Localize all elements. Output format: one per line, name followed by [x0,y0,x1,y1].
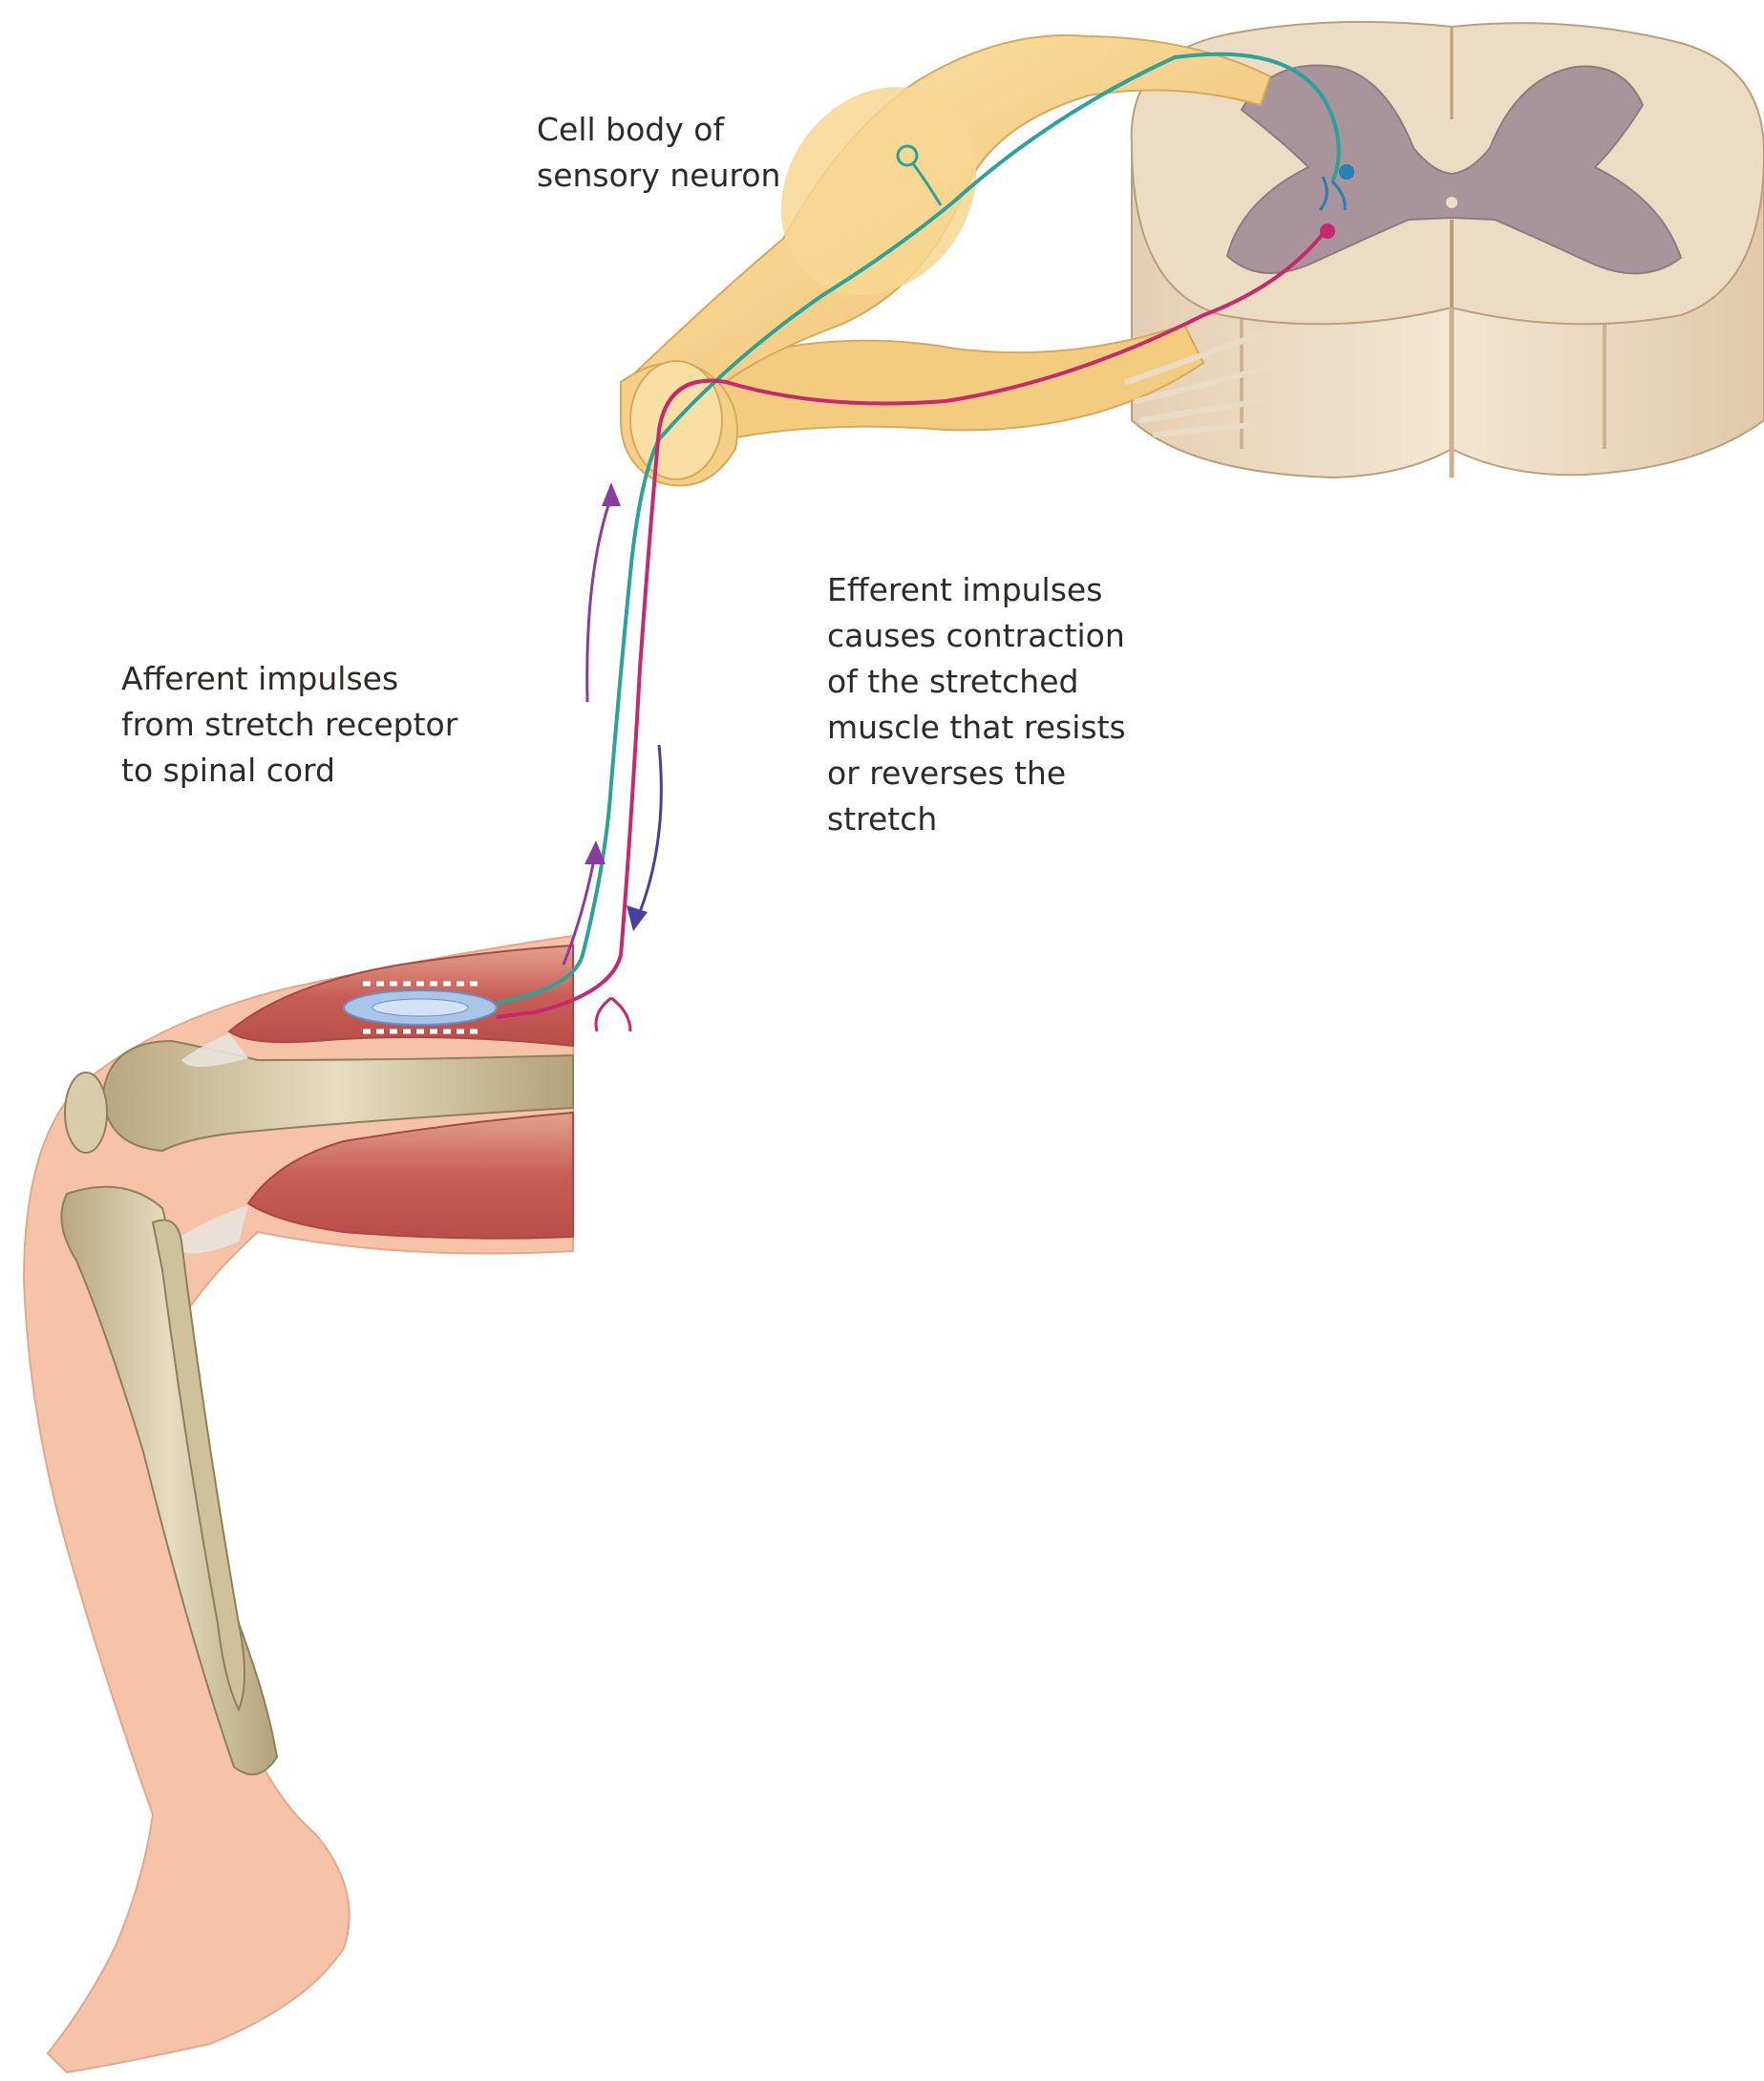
cell-body-label-line: sensory neuron [537,153,780,199]
afferent-arrows [563,482,621,965]
efferent-arrows [627,745,661,931]
cell-body-label-line: Cell body of [537,107,780,153]
efferent-label-line: of the stretched [827,659,1126,705]
efferent-label-line: causes contraction [827,613,1126,659]
cell-body-label: Cell body of sensory neuron [537,107,780,199]
efferent-label-line: or reverses the [827,751,1126,796]
afferent-label-line: from stretch receptor [121,702,457,748]
afferent-label-line: Afferent impulses [121,656,457,702]
efferent-label-line: muscle that resists [827,705,1126,751]
efferent-label-line: stretch [827,796,1126,842]
leg [24,936,573,2072]
afferent-label-line: to spinal cord [121,748,457,794]
efferent-label: Efferent impulses causes contraction of … [827,567,1126,842]
efferent-label-line: Efferent impulses [827,567,1126,613]
afferent-label: Afferent impulses from stretch receptor … [121,656,457,794]
